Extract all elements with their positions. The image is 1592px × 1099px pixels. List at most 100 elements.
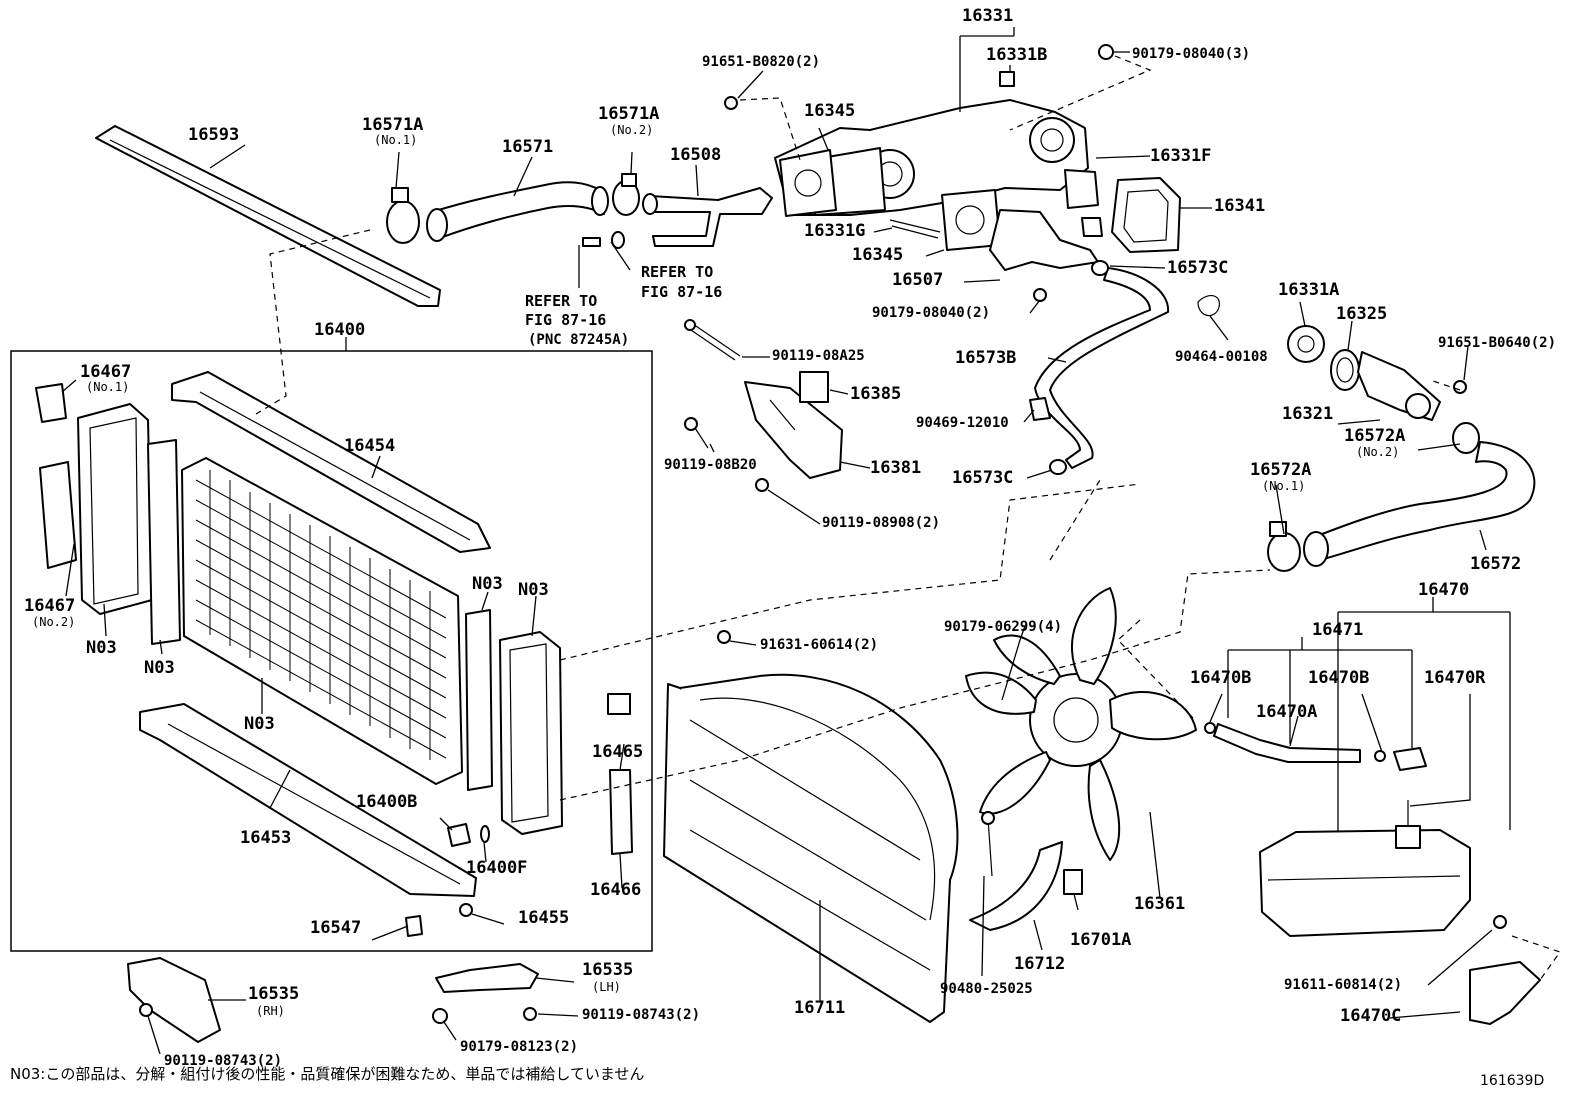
part-16470R (1393, 747, 1427, 771)
label-90179-08040-2: 90179-08040(2) (872, 305, 991, 321)
label-90119-08A25: 90119-08A25 (772, 348, 865, 364)
label-16345-mid: 16345 (852, 245, 904, 265)
label-16467-no1: 16467 (80, 362, 132, 382)
figure-code: 161639D (1480, 1073, 1545, 1089)
label-16572A-no1-sub: (No.1) (1262, 479, 1306, 493)
label-16470: 16470 (1418, 580, 1470, 600)
bolt-16455 (459, 903, 473, 917)
label-16573B: 16573B (955, 348, 1017, 368)
radiator-fins (195, 470, 447, 760)
part-16573B-bypass-hose (1034, 267, 1170, 469)
clamp-16573C-top (1091, 260, 1109, 276)
label-16467-no1-sub: (No.1) (86, 380, 130, 394)
label-16381: 16381 (870, 458, 922, 478)
part-16465 (607, 693, 631, 715)
label-16470B-a: 16470B (1190, 668, 1252, 688)
label-refer-fig-87-16-b-line3: (PNC 87245A) (528, 332, 630, 348)
part-16507-inlet-pipe (989, 209, 1099, 271)
bolt-91611-60814 (1493, 915, 1507, 929)
bolt-91631-60614 (717, 630, 731, 644)
label-16573C-mid: 16573C (952, 468, 1014, 488)
label-90464-00108: 90464-00108 (1175, 349, 1268, 365)
label-16331F: 16331F (1150, 146, 1212, 166)
label-16321: 16321 (1282, 404, 1334, 424)
label-91651-B0640-2: 91651-B0640(2) (1438, 335, 1557, 351)
label-16453: 16453 (240, 828, 292, 848)
label-16701A: 16701A (1070, 930, 1132, 950)
label-90179-08040-3: 90179-08040(3) (1132, 46, 1251, 62)
part-16470-reservoir (1259, 829, 1471, 937)
label-16466: 16466 (590, 880, 642, 900)
label-16331B: 16331B (986, 45, 1048, 65)
label-refer-fig-87-16-a-line2: FIG 87-16 (641, 283, 723, 301)
label-16331A: 16331A (1278, 280, 1340, 300)
label-n03-core: N03 (244, 714, 275, 734)
label-16470B-b: 16470B (1308, 668, 1370, 688)
clip-90464-00108 (1197, 294, 1220, 317)
label-16571A-no2-sub: (No.2) (610, 123, 654, 137)
label-n03-left-tank: N03 (86, 638, 117, 658)
label-90119-08B20: 90119-08B20 (664, 457, 757, 473)
cap-16331B (999, 71, 1015, 87)
part-16381-bracket (744, 381, 843, 479)
right-tank-gasket (465, 609, 493, 791)
label-16385: 16385 (850, 384, 902, 404)
label-16712: 16712 (1014, 954, 1066, 974)
radiator-core (181, 457, 463, 785)
part-16571-upper-hose (431, 181, 605, 239)
label-90480-25025: 90480-25025 (940, 981, 1033, 997)
label-16535-rh: 16535 (248, 984, 300, 1004)
part-16712-guard (969, 841, 1063, 931)
label-n03-right-gasket: N03 (472, 574, 503, 594)
clamp-16470B-b (1374, 750, 1386, 762)
label-90179-08123-2: 90179-08123(2) (460, 1039, 579, 1055)
bolt-90119-08908 (755, 478, 769, 492)
part-16535-rh (127, 957, 221, 1043)
label-16507: 16507 (892, 270, 944, 290)
label-refer-fig-87-16-b-line1: REFER TO (525, 292, 598, 310)
part-16572-lower-hose (1311, 441, 1536, 561)
bolt-90480-25025 (987, 817, 993, 877)
nut-90179-08123 (432, 1008, 448, 1024)
part-16470A-hose (1213, 723, 1361, 763)
label-91631-60614-2: 91631-60614(2) (760, 637, 879, 653)
label-n03-left-gasket: N03 (144, 658, 175, 678)
label-90119-08743-lh: 90119-08743(2) (582, 1007, 701, 1023)
left-tank-gasket (147, 439, 181, 645)
bolt-90119-08743-rh (139, 1003, 153, 1017)
label-n03-right-tank: N03 (518, 580, 549, 600)
label-16331: 16331 (962, 6, 1014, 26)
label-16455: 16455 (518, 908, 570, 928)
label-16711: 16711 (794, 998, 846, 1018)
label-16331G: 16331G (804, 221, 866, 241)
part-16470C-bracket (1469, 961, 1541, 1025)
clamp-16572A-no1 (1267, 532, 1301, 572)
part-16385-cushion (799, 371, 829, 403)
label-16400: 16400 (314, 320, 366, 340)
label-16573C-top: 16573C (1167, 258, 1229, 278)
label-16345-top: 16345 (804, 101, 856, 121)
label-16470A: 16470A (1256, 702, 1318, 722)
label-16535-lh-sub: (LH) (592, 980, 621, 994)
bolt-90119-08A25 (687, 321, 741, 361)
label-16470R: 16470R (1424, 668, 1486, 688)
left-tank (77, 403, 153, 615)
label-refer-fig-87-16-a-line1: REFER TO (641, 263, 714, 281)
label-90119-08908-2: 90119-08908(2) (822, 515, 941, 531)
label-90119-08743-rh: 90119-08743(2) (164, 1053, 283, 1069)
label-16325: 16325 (1336, 304, 1388, 324)
footnote-n03: N03:この部品は、分解・組付け後の性能・品質確保が困難なため、単品では補給して… (10, 1065, 645, 1083)
label-16400F: 16400F (466, 858, 528, 878)
clip-90469-12010 (1029, 397, 1051, 421)
part-16467-cushion-no1 (35, 383, 67, 423)
label-91651-B0820-2: 91651-B0820(2) (702, 54, 821, 70)
part-16400B-drain-cock (447, 823, 471, 847)
label-16508: 16508 (670, 145, 722, 165)
nut-90179-08040-2 (1033, 288, 1047, 302)
label-16571A-no1: 16571A (362, 115, 424, 135)
clamp-16470B-a (1204, 722, 1216, 734)
part-16361-fan (965, 587, 1197, 861)
label-16547: 16547 (310, 918, 362, 938)
label-16467-no2: 16467 (24, 596, 76, 616)
